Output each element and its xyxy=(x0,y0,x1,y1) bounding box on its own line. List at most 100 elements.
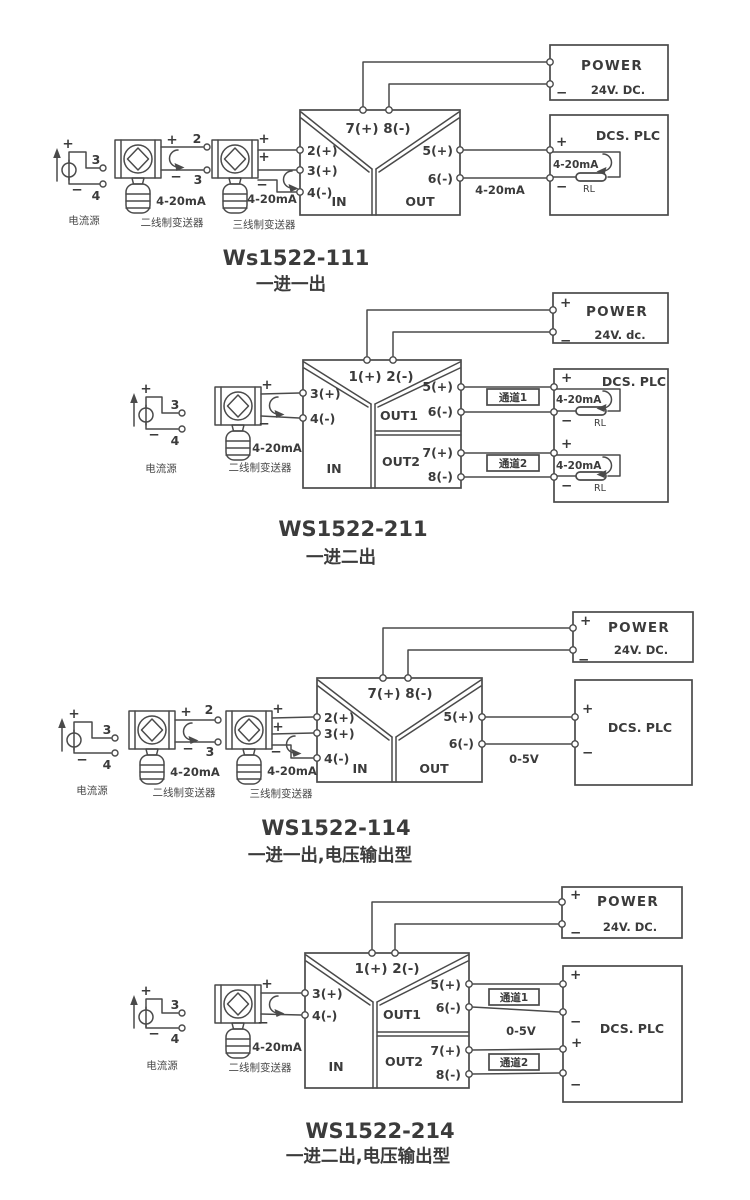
dcs-box-outline xyxy=(562,965,683,1103)
terminal xyxy=(457,449,465,457)
power-wire-negative xyxy=(407,649,570,676)
isolator-module: 1(+) 2(-) 3(+) 4(-) 5(+) 6(-) 7(+) 8(-) … xyxy=(299,356,465,489)
current-source-icon xyxy=(129,392,154,427)
module-terminal-label: 2(+) xyxy=(324,710,355,725)
output-signal-label: 0-5V xyxy=(509,752,539,766)
power-voltage: 24V. DC. xyxy=(591,83,645,97)
dcs-plus-label: + xyxy=(570,967,581,983)
terminal xyxy=(385,106,393,114)
power-box: POWER 24V. dc. + − xyxy=(549,292,669,349)
terminal xyxy=(99,180,107,188)
module-divider xyxy=(317,685,390,741)
wire xyxy=(257,179,297,193)
loop-signal-label: 4-20mA xyxy=(553,159,599,171)
power-box: POWER 24V. DC. − xyxy=(546,44,669,101)
dcs-title: DCS. PLC xyxy=(602,374,666,389)
module-divider xyxy=(317,679,393,738)
module-outline xyxy=(299,109,461,216)
terminal xyxy=(359,106,367,114)
dcs-title: DCS. PLC xyxy=(608,720,672,735)
module-divider xyxy=(377,367,461,408)
terminal-number: 3 xyxy=(171,997,180,1012)
module-top-terminals-label: 1(+) 2(-) xyxy=(354,961,419,977)
polarity-plus: + xyxy=(68,706,79,722)
module-terminal-label: 5(+) xyxy=(422,379,453,394)
module-terminal-label: 4(-) xyxy=(307,185,332,200)
module-terminal-label: 7(+) xyxy=(422,445,453,460)
power-wire-negative xyxy=(394,923,559,950)
terminal xyxy=(99,164,107,172)
terminal xyxy=(571,740,579,748)
dcs-minus-label: − xyxy=(561,413,572,429)
module-terminal-label: 6(-) xyxy=(449,736,474,751)
dcs-plc-box: DCS. PLC + − 4-20mA RL xyxy=(546,114,669,216)
wire xyxy=(68,176,101,185)
module-terminal-label: 6(-) xyxy=(428,171,453,186)
section-ws1522-211: 通道1 通道2 POWER 24V. dc. + − 1(+) 2(-) 3(+… xyxy=(129,292,669,568)
loop-signal-label: 4-20mA xyxy=(556,460,602,472)
terminal xyxy=(379,674,387,682)
current-source: + 3 − 4 电流源 xyxy=(129,983,186,1072)
module-terminal-label: 4(-) xyxy=(324,751,349,766)
module-zone-out1-label: OUT1 xyxy=(383,1007,421,1022)
module-zone-in-label: IN xyxy=(328,1059,343,1074)
module-terminal-label: 8(-) xyxy=(428,469,453,484)
module-terminal-label: 3(+) xyxy=(312,986,343,1001)
polarity-minus: − xyxy=(148,1026,159,1042)
signal-label: 4-20mA xyxy=(156,194,206,208)
wire xyxy=(145,1023,179,1029)
dcs-plc-box: DCS. PLC + − + − xyxy=(559,965,683,1103)
channel-label-box xyxy=(488,1053,540,1071)
polarity-minus: − xyxy=(257,1015,268,1031)
current-source: + 3 − 4 电流源 xyxy=(57,706,119,797)
transmitter-2wire-label: 二线制变送器 xyxy=(153,786,216,799)
power-plus-label: + xyxy=(580,613,591,629)
wire xyxy=(73,746,112,754)
polarity-plus: + xyxy=(140,983,151,999)
terminal xyxy=(546,80,554,88)
dcs-title: DCS. PLC xyxy=(596,128,660,143)
polarity-minus: − xyxy=(76,752,87,768)
terminal xyxy=(559,1008,567,1016)
module-divider xyxy=(374,361,461,405)
channel-label: 通道1 xyxy=(499,391,527,404)
terminal xyxy=(465,1003,473,1011)
terminal xyxy=(214,738,222,746)
terminal-number: 3 xyxy=(92,152,101,167)
output-wire xyxy=(471,1048,560,1051)
wire xyxy=(73,721,112,739)
current-source-label: 电流源 xyxy=(146,1059,178,1072)
current-source-icon xyxy=(52,147,77,182)
terminal xyxy=(558,920,566,928)
channel-label-box xyxy=(486,454,540,472)
terminal xyxy=(478,740,486,748)
terminal-number: 3 xyxy=(194,172,203,187)
terminal xyxy=(456,146,464,154)
terminal xyxy=(550,449,558,457)
transmitter-2wire: + 2 − 3 4-20mA 二线制变送器 xyxy=(114,131,211,229)
transmitter-3wire: + + − 4-20mA 三线制变送器 xyxy=(225,701,317,800)
terminal xyxy=(546,146,554,154)
channel-label: 通道1 xyxy=(500,991,528,1004)
polarity-minus: − xyxy=(258,416,269,432)
power-wire-positive xyxy=(371,901,559,950)
terminal xyxy=(404,674,412,682)
transmitter-2wire-label: 二线制变送器 xyxy=(141,216,204,229)
section-title: WS1522-214 xyxy=(305,1119,454,1143)
module-divider xyxy=(300,117,370,173)
module-terminal-label: 3(+) xyxy=(310,386,341,401)
terminal xyxy=(178,1009,186,1017)
module-divider xyxy=(375,111,460,170)
terminal xyxy=(178,1024,186,1032)
power-title: POWER xyxy=(597,894,659,910)
terminal xyxy=(363,356,371,364)
channel-label: 通道2 xyxy=(499,457,527,470)
terminal xyxy=(571,713,579,721)
power-wire-positive xyxy=(362,61,548,108)
terminal xyxy=(313,729,321,737)
dcs-box-outline xyxy=(549,114,669,216)
module-zone-out-label: OUT xyxy=(405,194,435,209)
dcs-plus-label: + xyxy=(582,701,593,717)
current-source-label: 电流源 xyxy=(76,784,108,797)
terminal xyxy=(559,980,567,988)
